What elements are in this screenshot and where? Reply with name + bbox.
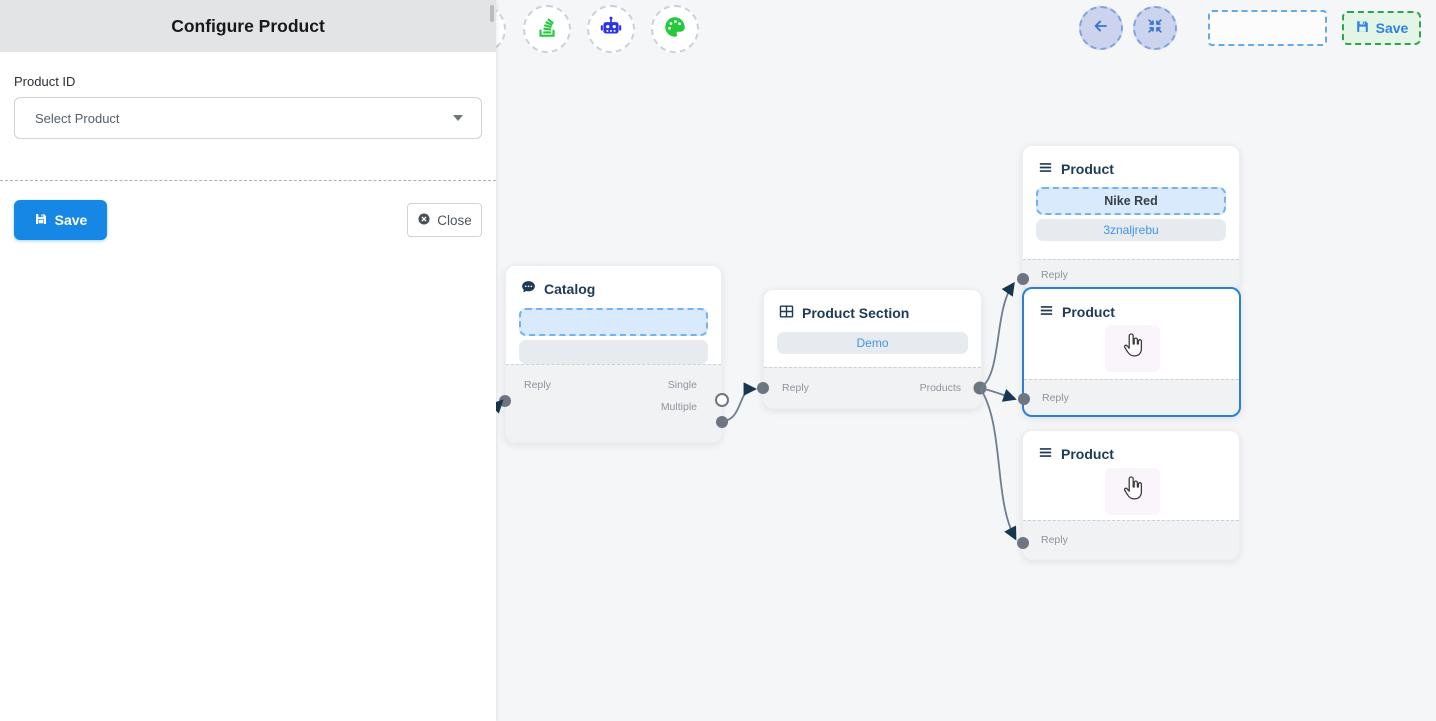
hand-pointer-icon xyxy=(1117,473,1149,510)
robot-icon xyxy=(598,14,624,45)
node-product-bottom-footer: Reply xyxy=(1023,520,1239,559)
product-bottom-reply-label: Reply xyxy=(1041,534,1068,546)
node-product-top[interactable]: Product Nike Red 3znaljrebu Reply xyxy=(1022,145,1240,290)
node-catalog-footer: Reply Single Multiple xyxy=(506,364,721,442)
comment-dots-icon xyxy=(520,279,537,299)
hand-pointer-icon xyxy=(1117,330,1149,367)
node-catalog[interactable]: Catalog Reply Single Multiple xyxy=(505,265,722,443)
close-circle-icon xyxy=(417,212,431,229)
catalog-single-label: Single xyxy=(667,379,697,391)
menu-icon xyxy=(1038,302,1055,322)
catalog-multiple-label: Multiple xyxy=(660,401,697,413)
canvas-save-button[interactable]: Save xyxy=(1342,11,1421,45)
toolbar-button-hidden[interactable] xyxy=(496,5,506,53)
catalog-reply-label: Reply xyxy=(524,379,551,391)
back-arrow-icon xyxy=(1091,16,1111,41)
catalog-selected-field[interactable] xyxy=(519,308,708,336)
stack-icon xyxy=(534,14,560,45)
panel-close-button[interactable]: Close xyxy=(407,203,482,237)
node-product-section-header: Product Section xyxy=(764,290,981,323)
catalog-secondary-field[interactable] xyxy=(519,340,708,364)
panel-title: Configure Product xyxy=(0,0,496,52)
node-catalog-title: Catalog xyxy=(544,281,596,297)
panel-scrollbar[interactable] xyxy=(490,5,494,22)
save-icon xyxy=(1355,19,1370,37)
node-product-middle-title: Product xyxy=(1062,304,1115,320)
node-product-middle-header: Product xyxy=(1024,289,1239,322)
product-section-demo-chip[interactable]: Demo xyxy=(777,332,968,354)
product-id-select[interactable]: Select Product xyxy=(14,97,482,139)
node-product-section-footer: Reply Products xyxy=(764,367,981,408)
panel-save-button[interactable]: Save xyxy=(14,200,107,240)
product-id-select-value: Select Product xyxy=(35,110,120,126)
fit-view-button[interactable] xyxy=(1133,6,1177,50)
node-product-bottom-title: Product xyxy=(1061,446,1114,462)
node-product-top-header: Product xyxy=(1023,146,1239,179)
toolbar-button-palette[interactable] xyxy=(651,5,699,53)
menu-icon xyxy=(1037,444,1054,464)
cursor-middle-node xyxy=(1105,325,1160,372)
save-icon xyxy=(34,212,48,229)
product-top-reply-label: Reply xyxy=(1041,268,1068,281)
panel-save-label: Save xyxy=(54,212,88,228)
panel-divider xyxy=(0,180,496,181)
product-section-products-label: Products xyxy=(919,382,961,394)
product-top-name-chip[interactable]: Nike Red xyxy=(1036,187,1226,215)
canvas-save-label: Save xyxy=(1375,20,1409,36)
toolbar-button-robot[interactable] xyxy=(587,5,635,53)
back-button[interactable] xyxy=(1079,6,1123,50)
product-id-label: Product ID xyxy=(14,74,76,89)
node-product-section[interactable]: Product Section Demo Reply Products xyxy=(763,289,982,409)
node-catalog-header: Catalog xyxy=(506,266,721,299)
menu-icon xyxy=(1037,159,1054,179)
node-product-bottom[interactable]: Product Reply xyxy=(1022,430,1240,560)
node-product-bottom-header: Product xyxy=(1023,431,1239,464)
compress-icon xyxy=(1145,16,1165,41)
configure-product-panel: Configure Product Product ID Select Prod… xyxy=(0,0,496,721)
empty-dropzone[interactable] xyxy=(1208,10,1327,46)
node-product-section-title: Product Section xyxy=(802,305,910,321)
node-product-top-title: Product xyxy=(1061,161,1114,177)
product-top-id-chip[interactable]: 3znaljrebu xyxy=(1036,219,1226,241)
node-product-top-footer: Reply xyxy=(1023,259,1239,289)
panel-close-label: Close xyxy=(437,212,472,228)
chevron-down-icon xyxy=(453,115,463,121)
product-middle-reply-label: Reply xyxy=(1042,391,1069,404)
node-product-middle-footer: Reply xyxy=(1024,379,1239,415)
product-section-reply-label: Reply xyxy=(782,382,809,394)
palette-icon xyxy=(662,14,688,45)
cursor-bottom-node xyxy=(1105,468,1160,515)
toolbar-button-stack[interactable] xyxy=(523,5,571,53)
table-icon xyxy=(778,303,795,323)
flow-canvas[interactable]: Save Catalog xyxy=(496,0,1436,721)
